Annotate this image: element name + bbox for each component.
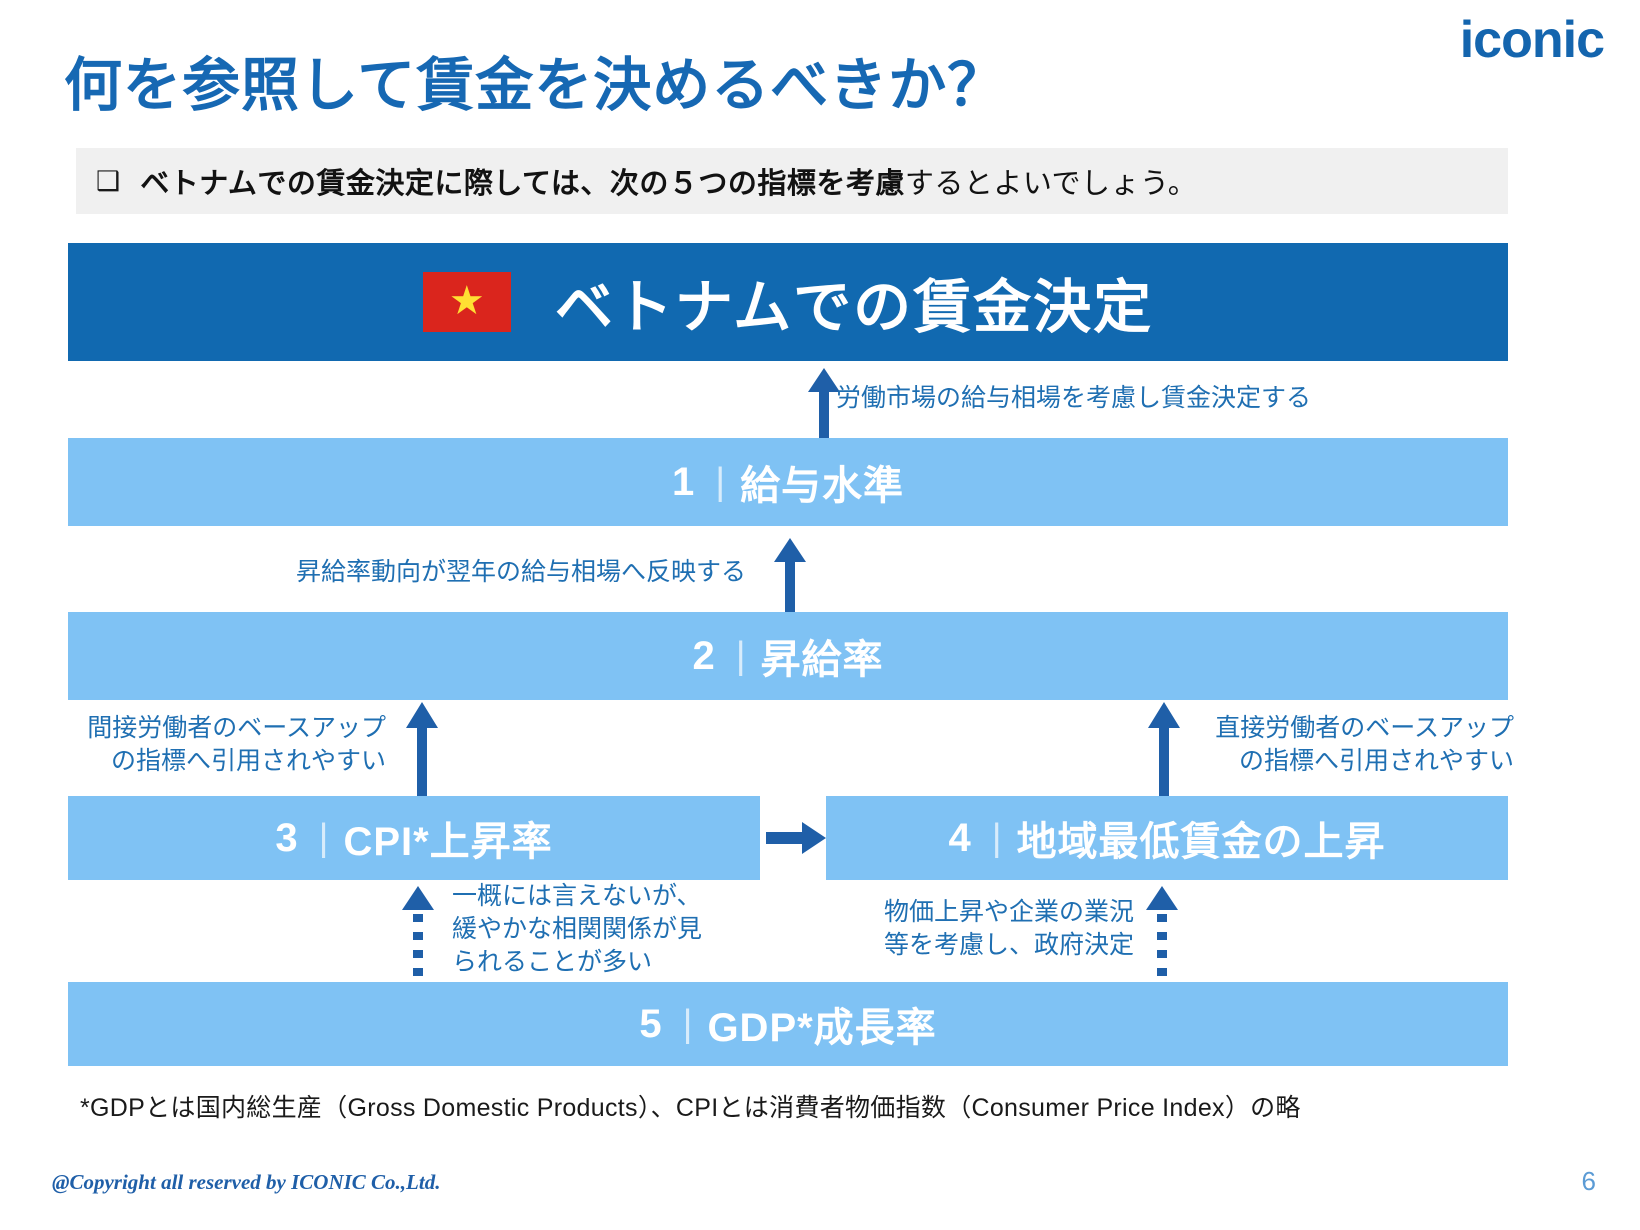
row-4-label: 地域最低賃金の上昇: [1016, 820, 1386, 864]
row-2-number: 2: [692, 633, 716, 678]
indicator-row-4: 4 | 地域最低賃金の上昇: [826, 796, 1508, 880]
arrow-gdp-to-cpi-dotted: [400, 886, 436, 984]
indicator-row-3: 3 | CPI*上昇率: [68, 796, 760, 880]
subtitle-band: ❑ ベトナムでの賃金決定に際しては、次の５つの指標を考慮するとよいでしょう。: [76, 148, 1508, 214]
annotation-to-banner: 労働市場の給与相場を考慮し賃金決定する: [836, 384, 1312, 412]
row-4-number: 4: [948, 815, 972, 860]
arrow-row1-to-banner: [806, 368, 842, 440]
arrow-minwage-to-row2: [1146, 702, 1182, 796]
annotation-minwage-to-row2: 直接労働者のベースアップ の指標へ引用されやすい: [1215, 714, 1514, 775]
row-1-separator: |: [715, 460, 727, 503]
arrow-gdp-to-minwage-dotted: [1144, 886, 1180, 984]
row-4-separator: |: [991, 816, 1003, 859]
vietnam-wage-banner: ★ ベトナムでの賃金決定: [68, 243, 1508, 361]
arrow-row2-to-row1: [772, 538, 808, 614]
arrow-cpi-to-row2: [404, 702, 440, 796]
row-2-label: 昇給率: [760, 638, 884, 682]
flag-star-icon: ★: [448, 279, 485, 324]
page-number: 6: [1581, 1166, 1596, 1196]
annotation-gdp-to-cpi: 一概には言えないが、 緩やかな相関関係が見 られることが多い: [452, 882, 703, 976]
subtitle-rest-text: するとよいでしょう。: [904, 168, 1198, 200]
annotation-cpi-to-row2: 間接労働者のベースアップ の指標へ引用されやすい: [87, 714, 386, 775]
copyright-text: @Copyright all reserved by ICONIC Co.,Lt…: [52, 1170, 441, 1194]
indicator-row-5: 5 | GDP*成長率: [68, 982, 1508, 1066]
row-1-number: 1: [671, 459, 696, 504]
indicator-row-2: 2 | 昇給率: [68, 612, 1508, 700]
row-3-separator: |: [318, 816, 330, 859]
row-5-number: 5: [639, 1001, 663, 1046]
banner-label: ベトナムでの賃金決定: [554, 275, 1154, 340]
checkbox-outline-icon: ❑: [96, 165, 121, 196]
row-5-separator: |: [682, 1002, 694, 1045]
row-5-label: GDP*成長率: [707, 1006, 937, 1050]
indicator-row-1: 1 | 給与水準: [68, 438, 1508, 526]
row-3-label: CPI*上昇率: [343, 820, 553, 864]
subtitle-strong-text: ベトナムでの賃金決定に際しては、次の５つの指標を考慮: [140, 168, 905, 200]
annotation-to-row1: 昇給率動向が翌年の給与相場へ反映する: [295, 558, 746, 586]
row-2-separator: |: [735, 634, 747, 677]
annotation-gdp-to-minwage: 物価上昇や企業の業況 等を考慮し、政府決定: [883, 898, 1134, 959]
vietnam-flag-icon: ★: [422, 272, 511, 332]
row-1-label: 給与水準: [740, 464, 905, 508]
footnote: *GDPとは国内総生産（Gross Domestic Products）、CPI…: [80, 1094, 1301, 1122]
arrow-cpi-to-minwage: [766, 818, 826, 858]
row-3-number: 3: [275, 815, 299, 860]
iconic-logo: iconic: [1459, 11, 1605, 69]
page-title: 何を参照して賃金を決めるべきか？: [64, 53, 1007, 118]
